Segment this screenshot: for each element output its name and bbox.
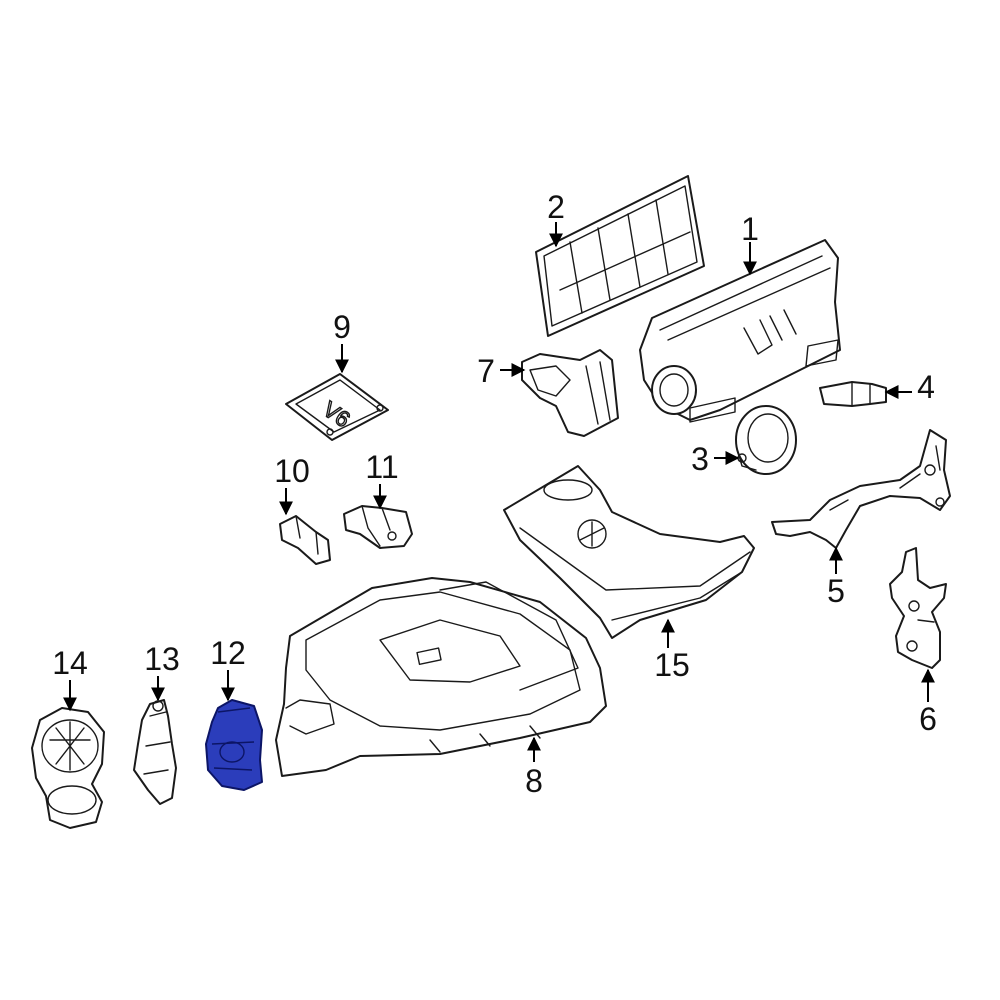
- callout-13: 13: [144, 641, 180, 677]
- callout-labels: 1 2 3 4 5 6 7 8 9 10 11 12 13 14 15: [52, 189, 937, 799]
- part-3-intake-seal[interactable]: [735, 405, 797, 475]
- callout-12: 12: [210, 635, 246, 671]
- leader-lines: [63, 222, 935, 762]
- part-13-flap-valve[interactable]: [133, 699, 177, 805]
- callout-1: 1: [741, 211, 759, 247]
- part-11-actuator[interactable]: [343, 505, 413, 549]
- callout-7: 7: [477, 353, 495, 389]
- callout-6: 6: [919, 701, 937, 737]
- part-7-air-duct[interactable]: [521, 349, 619, 437]
- part-6-mount-bracket[interactable]: [889, 547, 947, 669]
- callout-11: 11: [365, 449, 398, 485]
- part-8-intake-manifold[interactable]: [275, 577, 607, 777]
- callout-3: 3: [691, 441, 709, 477]
- callout-10: 10: [274, 453, 310, 489]
- part-1-air-cleaner-housing[interactable]: [639, 239, 841, 423]
- part-9-v6-cover[interactable]: V6: [285, 373, 389, 441]
- part-5-bracket[interactable]: [771, 429, 951, 549]
- callout-15: 15: [654, 647, 690, 683]
- part-12-highlighted[interactable]: [205, 699, 263, 791]
- callout-4: 4: [917, 369, 935, 405]
- part-2-air-filter[interactable]: [535, 175, 705, 337]
- callout-9: 9: [333, 309, 351, 345]
- callout-8: 8: [525, 763, 543, 799]
- callout-5: 5: [827, 573, 845, 609]
- callout-2: 2: [547, 189, 565, 225]
- part-15-engine-cover[interactable]: [503, 465, 755, 639]
- callout-14: 14: [52, 645, 88, 681]
- part-10-sensor-clip[interactable]: [279, 515, 331, 565]
- part-14-throttle-housing[interactable]: [31, 707, 105, 829]
- part-4-sensor[interactable]: [819, 381, 887, 407]
